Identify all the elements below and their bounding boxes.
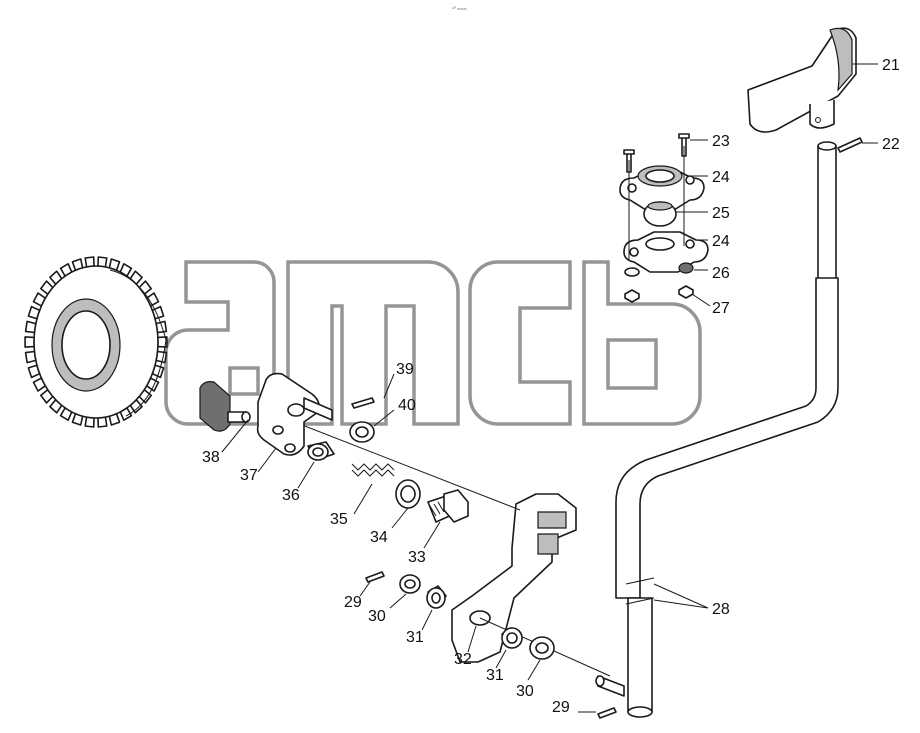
washer-30-lower	[529, 636, 555, 660]
leader-lines	[221, 63, 878, 713]
clevis-pin	[595, 675, 625, 697]
callout-34: 34	[370, 529, 388, 546]
bushing-36	[307, 441, 335, 461]
shift-lever-rod-28	[615, 141, 839, 718]
callout-31-lower: 31	[486, 667, 504, 684]
washer-30-upper	[399, 574, 421, 594]
callout-39: 39	[396, 361, 414, 378]
callout-30-upper: 30	[368, 608, 386, 625]
pin-29-upper	[365, 571, 385, 583]
retainer-plate-24-bottom	[623, 231, 709, 273]
callout-32: 32	[454, 651, 472, 668]
handle-knob-21	[747, 27, 857, 133]
retainer-plate-24-top	[619, 165, 705, 211]
callout-24-bottom: 24	[712, 233, 730, 250]
callout-29-upper: 29	[344, 594, 362, 611]
callout-37: 37	[240, 467, 258, 484]
spring-35	[351, 463, 395, 477]
selector-finger-37	[256, 372, 333, 456]
shift-lever-32	[451, 493, 577, 663]
callout-labels: 21 22 23 24 25 24 26 27 28 29 30 31 32 3…	[202, 57, 900, 716]
bushing-31-upper	[426, 585, 447, 609]
pin-39	[351, 397, 375, 409]
callout-35: 35	[330, 511, 348, 528]
callout-26: 26	[712, 265, 730, 282]
callout-29-lower: 29	[552, 699, 570, 716]
callout-21: 21	[882, 57, 900, 74]
callout-40: 40	[398, 397, 416, 414]
callout-36: 36	[282, 487, 300, 504]
callout-24-top: 24	[712, 169, 730, 186]
washer-40	[349, 421, 375, 443]
callout-30-lower: 30	[516, 683, 534, 700]
bushing-25	[643, 201, 677, 227]
plug-33	[427, 489, 469, 523]
header-mark: ⁿ⁰ ₘₘₘ	[452, 6, 467, 12]
callout-33: 33	[408, 549, 426, 566]
callout-31-upper: 31	[406, 629, 424, 646]
bushing-31-lower	[501, 627, 523, 649]
callout-23: 23	[712, 133, 730, 150]
washer-34	[395, 479, 421, 509]
selector-knob-38	[199, 381, 251, 432]
callout-27: 27	[712, 300, 730, 317]
splined-gear	[24, 256, 168, 428]
washers-26	[624, 262, 694, 277]
callout-22: 22	[882, 136, 900, 153]
pin-29-lower	[597, 707, 617, 719]
callout-38: 38	[202, 449, 220, 466]
gear-tooth	[24, 336, 35, 348]
nuts-27	[624, 285, 694, 303]
pin-22	[837, 137, 863, 153]
callout-28: 28	[712, 601, 730, 618]
watermark-logo: TM	[164, 256, 702, 426]
callout-25: 25	[712, 205, 730, 222]
